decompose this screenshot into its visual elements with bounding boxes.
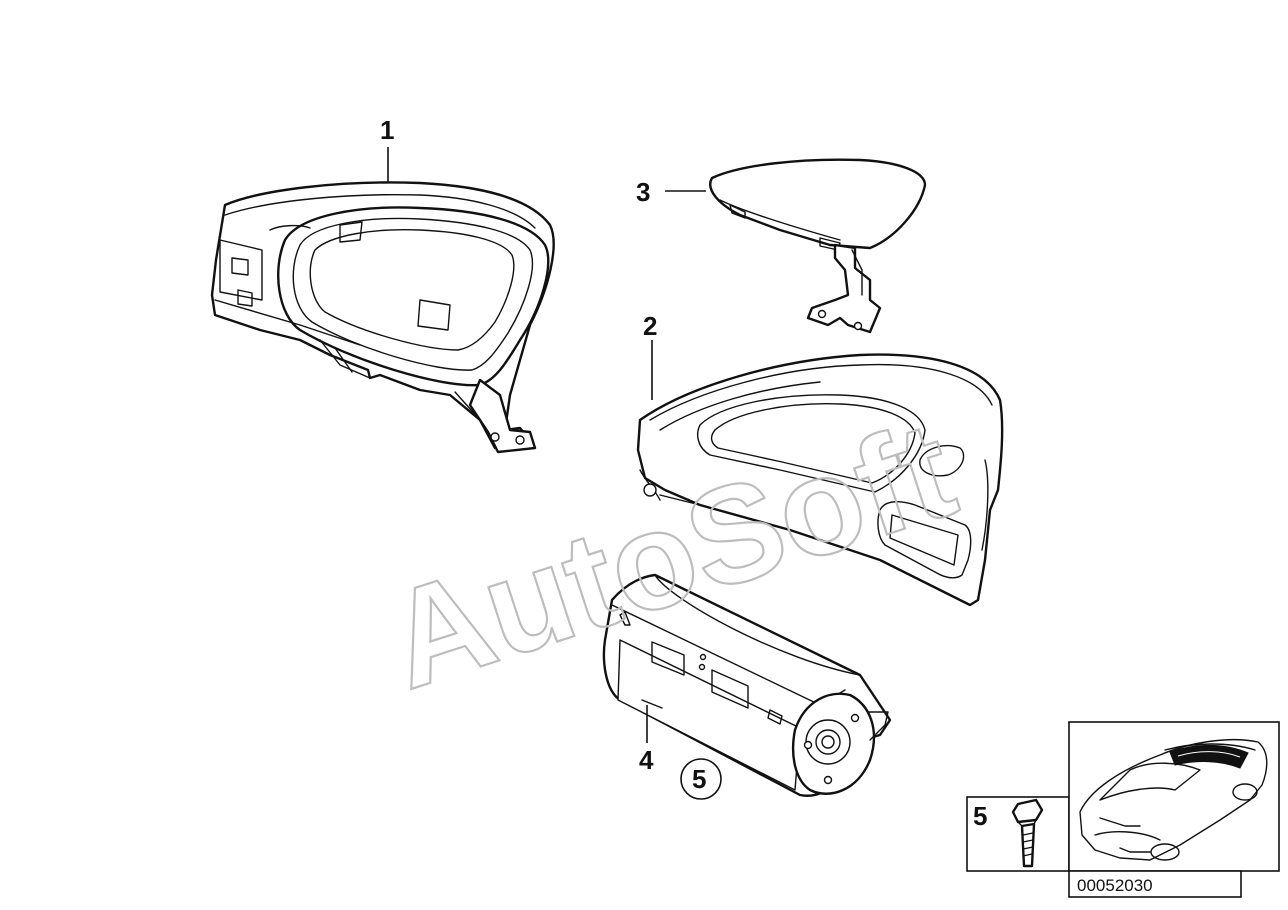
callout-4: 4	[639, 745, 654, 775]
diagram-code: 00052030	[1077, 876, 1153, 895]
callouts: 1 2 3 4 5	[380, 115, 722, 800]
callout-1: 1	[380, 115, 394, 145]
callout-5: 5	[692, 764, 706, 794]
diagram-code-box	[1068, 870, 1242, 898]
callout-3: 3	[636, 177, 650, 207]
inset-part-5-label: 5	[973, 801, 987, 831]
bolt-icon	[1011, 798, 1044, 868]
car-location-icon	[1079, 738, 1268, 861]
part-2-panel-shell	[636, 353, 1004, 607]
part-1-trim-panel	[210, 181, 555, 454]
callout-2: 2	[643, 311, 657, 341]
callout-5-circle	[680, 758, 722, 800]
inset-panel: 5 00052030	[966, 721, 1280, 898]
part-3-cover	[709, 158, 927, 334]
part-4-airbag-module	[602, 573, 892, 797]
